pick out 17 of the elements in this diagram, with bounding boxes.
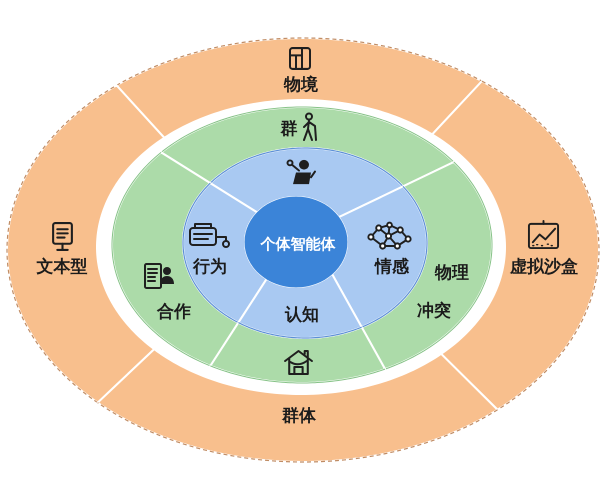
segment-label: 虚拟沙盒 (510, 256, 578, 278)
segment-label: 行为 (193, 256, 227, 278)
ring-segment (208, 321, 387, 386)
segment-label: 文本型 (36, 256, 88, 278)
segment-label: 物境 (284, 74, 318, 96)
segment-label: 冲突 (417, 300, 451, 322)
center-circle (243, 195, 349, 289)
ring-segment (360, 160, 495, 372)
segment-label: 认知 (285, 304, 319, 326)
segment-label: 群体 (282, 406, 316, 426)
segment-label: 物理 (435, 262, 469, 284)
center-label: 个体智能体 (260, 235, 336, 253)
segment-label: 情感 (375, 256, 409, 278)
ring-segment (96, 347, 500, 464)
segment-label: 群 (280, 118, 298, 140)
ring-segment (236, 272, 364, 341)
segment-label: 合作 (157, 302, 191, 322)
